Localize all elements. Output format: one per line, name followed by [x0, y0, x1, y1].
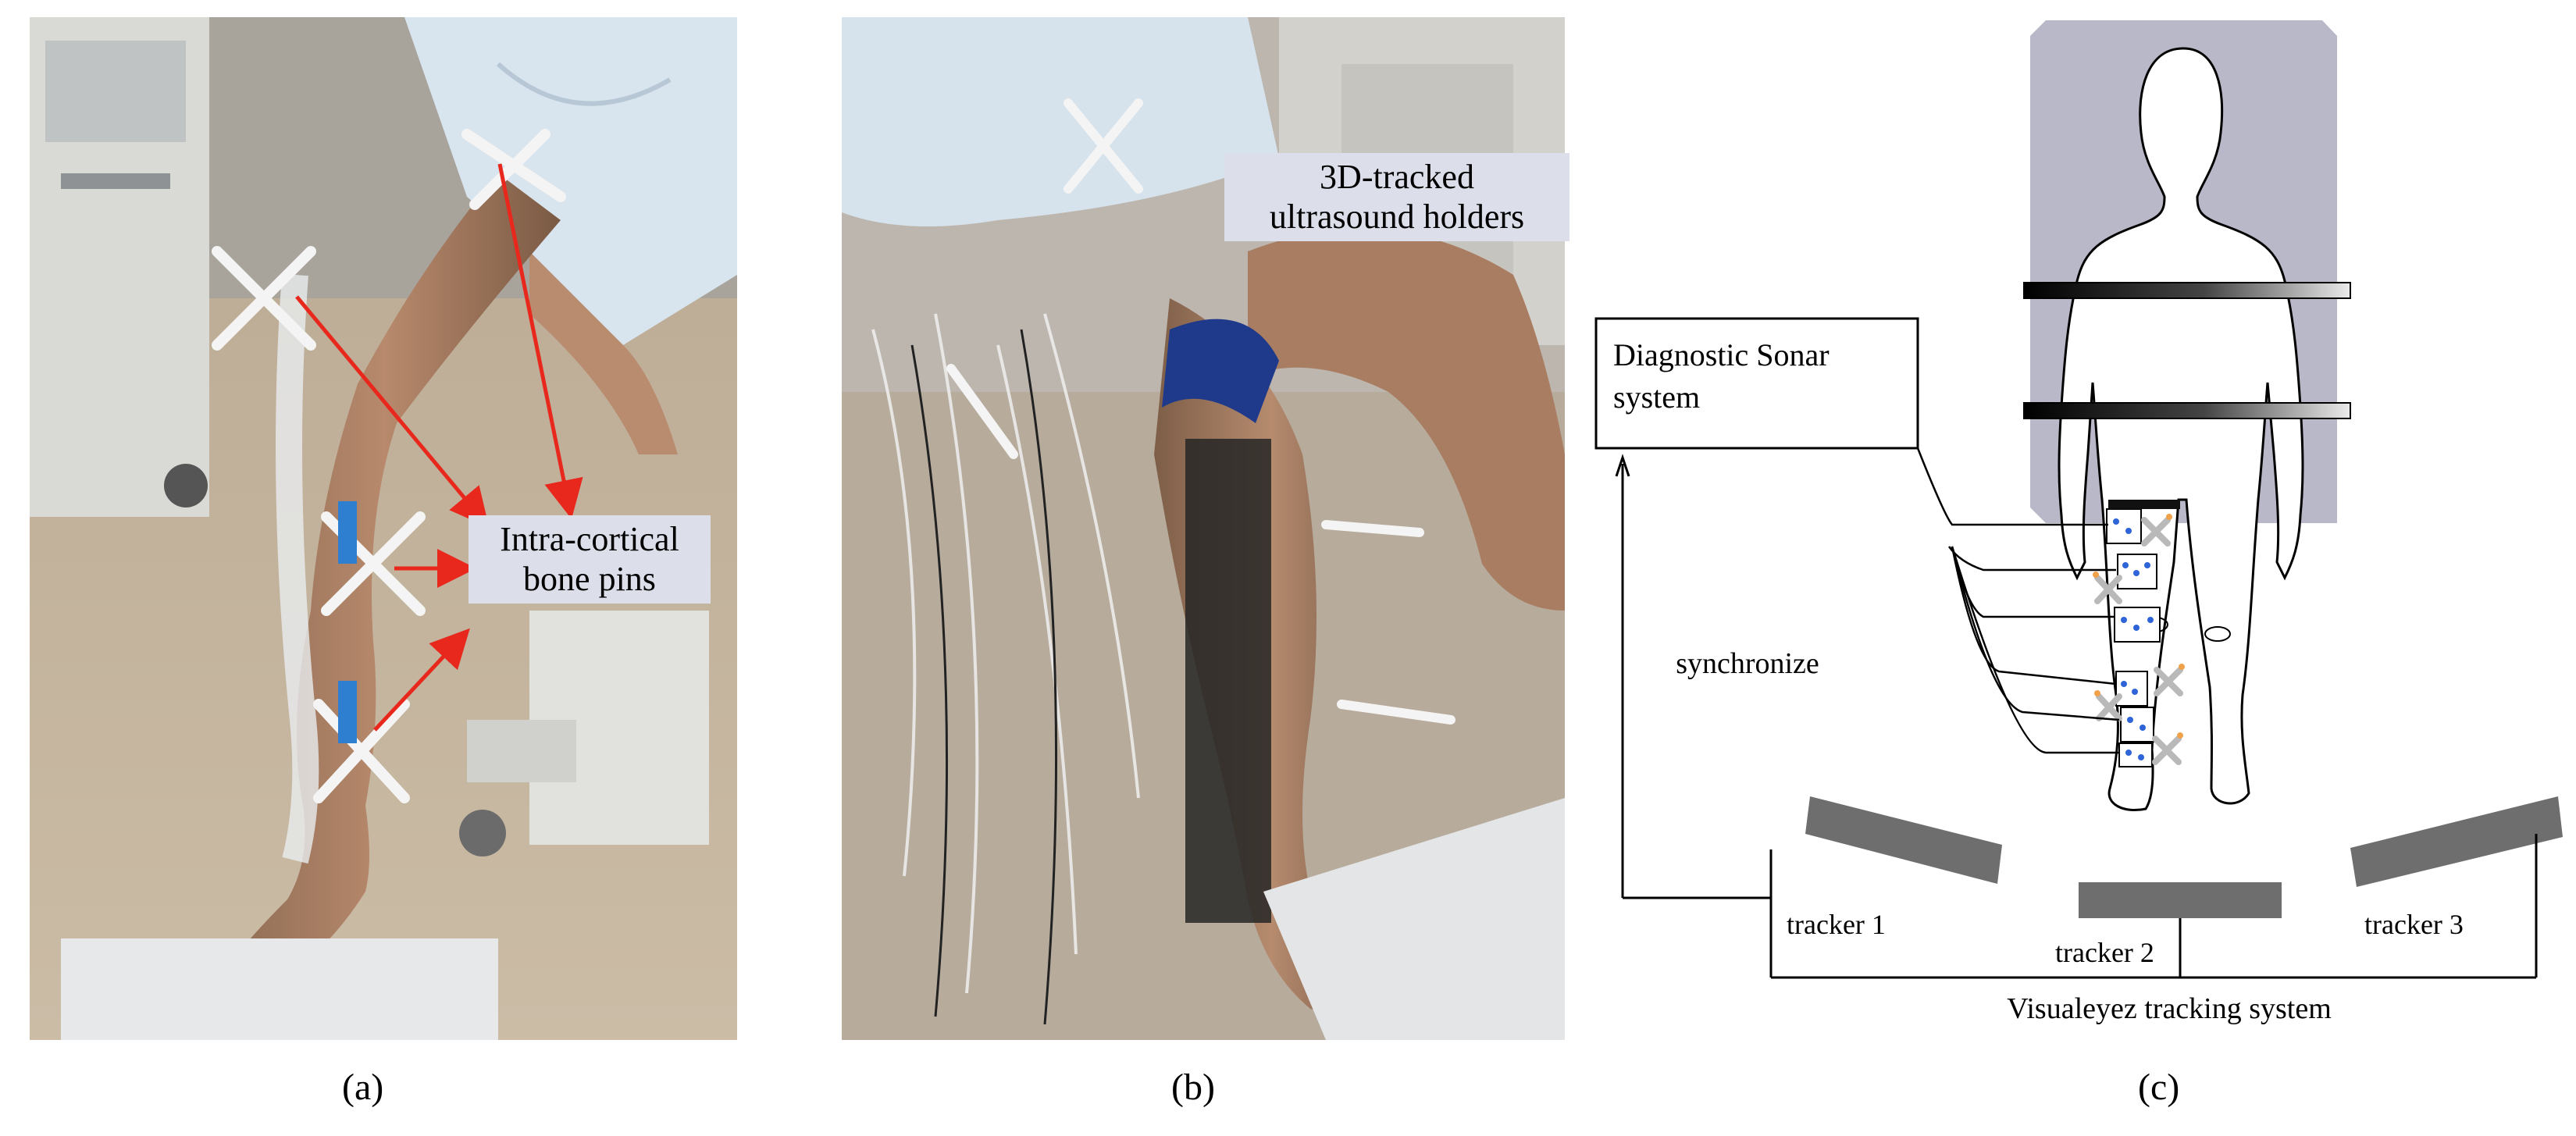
tracker-wiring: [1769, 834, 2538, 979]
sonar-system-box: [1594, 317, 1919, 450]
ultrasound-holders-callout-line-2: ultrasound holders: [1269, 197, 1525, 236]
ultrasound-holders-callout-line-1: 3D-tracked: [1320, 158, 1474, 196]
caption-c: (c): [2138, 1067, 2180, 1108]
synchronize-label: synchronize: [1676, 647, 1819, 680]
ultrasound-holders-callout: 3D-tracked ultrasound holders: [1224, 153, 1569, 242]
tracking-setup-diagram: Diagnostic Sonar system synchronize trac…: [1594, 20, 2563, 1025]
tracker-1: [1805, 796, 2002, 884]
knee-mark-right: [2204, 626, 2231, 642]
synchronize-arrowhead: [1615, 454, 1630, 477]
strap-lower: [2023, 402, 2351, 419]
caption-b: (b): [1171, 1067, 1215, 1108]
strap-upper: [2023, 282, 2351, 299]
ultrasound-probes: [2093, 500, 2185, 767]
sonar-box-line-1: Diagnostic Sonar: [1613, 337, 1830, 372]
probe-cables: [1916, 447, 2120, 754]
sonar-box-line-2: system: [1613, 379, 1700, 415]
tracker-3-label: tracker 3: [2364, 909, 2464, 940]
tracker-2-label: tracker 2: [2055, 937, 2154, 968]
bone-pins-callout-line-1: Intra-cortical: [500, 520, 679, 558]
tracker-1-label: tracker 1: [1787, 909, 1886, 940]
tracker-3: [2350, 796, 2563, 887]
tracker-2: [2079, 882, 2282, 918]
bone-pins-callout-line-2: bone pins: [523, 559, 656, 598]
tracking-system-label: Visualeyez tracking system: [2007, 992, 2332, 1025]
caption-a: (a): [342, 1067, 384, 1108]
bone-pins-callout: Intra-cortical bone pins: [469, 515, 711, 604]
